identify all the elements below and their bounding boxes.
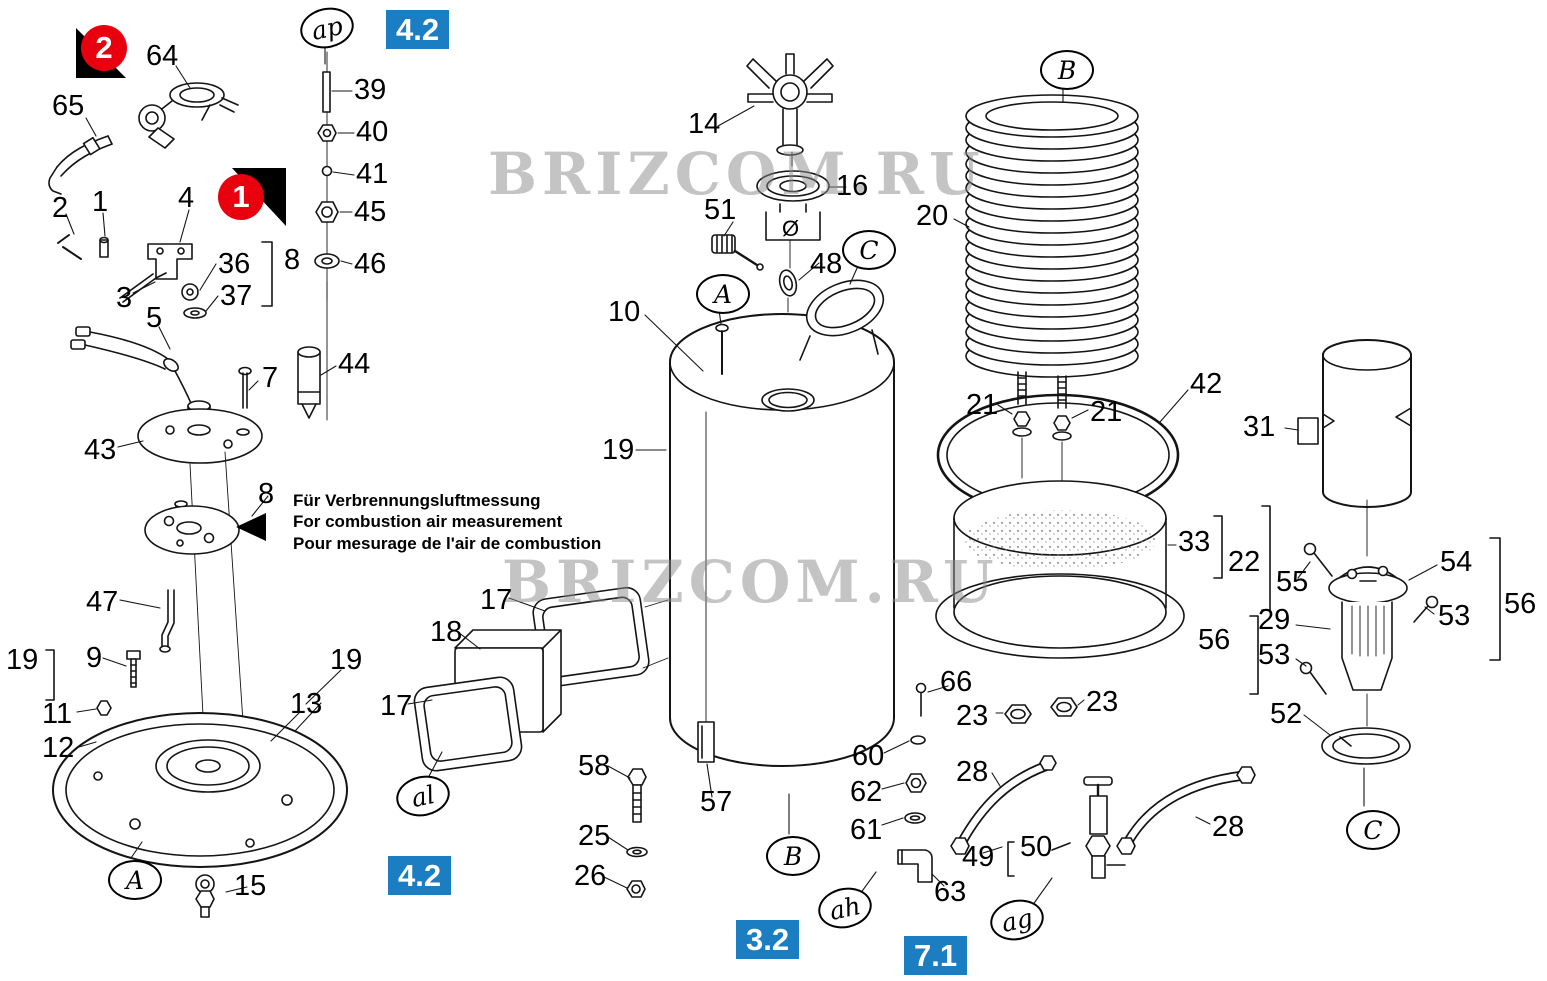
part-label-7: 7 <box>262 362 279 394</box>
part-label-60: 60 <box>852 740 885 772</box>
part-label-52: 52 <box>1270 698 1303 730</box>
part-label-51: 51 <box>704 194 737 226</box>
part-label-40: 40 <box>356 116 389 148</box>
note-line-fr: Pour mesurage de l'air de combustion <box>293 533 602 553</box>
view-label-a-tank: A <box>696 274 750 314</box>
part-label-44: 44 <box>338 348 371 380</box>
part-label-62: 62 <box>850 776 883 808</box>
part-label-53-right: 53 <box>1438 600 1471 632</box>
part-label-29: 29 <box>1258 604 1291 636</box>
part-label-12: 12 <box>42 732 75 764</box>
part-label-63: 63 <box>934 876 967 908</box>
part-label-36: 36 <box>218 248 251 280</box>
part-label-54: 54 <box>1440 546 1473 578</box>
part-label-15: 15 <box>234 870 267 902</box>
part-label-25: 25 <box>578 820 611 852</box>
part-label-19-right: 19 <box>330 644 363 676</box>
part-label-56-left: 56 <box>1198 624 1231 656</box>
part-label-17-right: 17 <box>480 584 513 616</box>
part-label-16: 16 <box>836 170 869 202</box>
leader-lines <box>65 45 1438 907</box>
part-label-33: 33 <box>1178 526 1211 558</box>
part-label-2: 2 <box>52 192 69 224</box>
part-label-58: 58 <box>578 750 611 782</box>
part-label-13: 13 <box>290 688 323 720</box>
view-label-a-burner: A <box>108 860 162 900</box>
part-label-47: 47 <box>86 586 119 618</box>
part-label-18: 18 <box>430 616 463 648</box>
part-label-45: 45 <box>354 196 387 228</box>
red-badge-1: 1 <box>218 174 264 220</box>
part-label-22: 22 <box>1228 546 1261 578</box>
part-label-41: 41 <box>356 158 389 190</box>
part-label-39: 39 <box>354 74 387 106</box>
part-label-56-right: 56 <box>1504 588 1537 620</box>
part-label-9: 9 <box>86 642 103 674</box>
view-label-c-mid: C <box>842 230 896 270</box>
diameter-symbol: Ø <box>782 216 800 241</box>
part-label-57: 57 <box>700 786 733 818</box>
part-label-10: 10 <box>608 296 641 328</box>
view-label-b-coil: B <box>1040 50 1094 90</box>
note-line-en: For combustion air measurement <box>293 512 563 532</box>
part-label-65: 65 <box>52 90 85 122</box>
part-label-5: 5 <box>146 302 163 334</box>
part-label-4: 4 <box>178 182 195 214</box>
part-label-20: 20 <box>916 200 949 232</box>
part-label-8-plate: 8 <box>258 478 275 510</box>
part-label-3: 3 <box>116 282 133 314</box>
view-label-c-filter: C <box>1346 810 1400 850</box>
note-line-de: Für Verbrennungsluftmessung <box>293 491 541 510</box>
part-label-8-bracket: 8 <box>284 244 301 276</box>
part-label-43: 43 <box>84 434 117 466</box>
section-ref-4-2-top[interactable]: 4.2 <box>386 10 450 49</box>
part-label-11: 11 <box>42 698 73 730</box>
view-label-b-tank: B <box>766 836 820 876</box>
part-label-37: 37 <box>220 280 253 312</box>
part-label-48: 48 <box>810 248 843 280</box>
part-label-19-tank: 19 <box>602 434 635 466</box>
red-badge-2: 2 <box>81 25 127 71</box>
part-label-49: 49 <box>962 841 995 873</box>
part-label-23-left: 23 <box>956 700 989 732</box>
part-label-21-right: 21 <box>1090 396 1123 428</box>
part-label-66: 66 <box>940 666 973 698</box>
part-label-28-right: 28 <box>1212 811 1245 843</box>
section-ref-7-1[interactable]: 7.1 <box>904 936 968 975</box>
section-ref-4-2-bottom[interactable]: 4.2 <box>388 856 452 895</box>
part-label-64: 64 <box>146 40 179 72</box>
part-label-1: 1 <box>92 186 109 218</box>
part-label-61: 61 <box>850 814 883 846</box>
part-label-42: 42 <box>1190 368 1223 400</box>
part-label-26: 26 <box>574 860 607 892</box>
part-label-53-left: 53 <box>1258 639 1291 671</box>
watermark-text: BRIZCOM.RU <box>488 140 985 208</box>
section-ref-3-2[interactable]: 3.2 <box>736 920 800 959</box>
part-label-46: 46 <box>354 248 387 280</box>
part-label-17-left: 17 <box>380 690 413 722</box>
note-arrow <box>236 513 266 541</box>
part-label-28-left: 28 <box>956 756 989 788</box>
combustion-air-note: Für Verbrennungsluftmessung For combusti… <box>293 490 601 554</box>
watermark-text: BRIZCOM.RU <box>502 548 999 616</box>
part-label-31: 31 <box>1243 411 1276 443</box>
part-label-21-left: 21 <box>966 389 999 421</box>
part-label-19-left: 19 <box>6 644 39 676</box>
part-label-55: 55 <box>1276 566 1309 598</box>
part-label-23-right: 23 <box>1086 686 1119 718</box>
part-label-14: 14 <box>688 108 721 140</box>
part-label-50: 50 <box>1020 831 1053 863</box>
